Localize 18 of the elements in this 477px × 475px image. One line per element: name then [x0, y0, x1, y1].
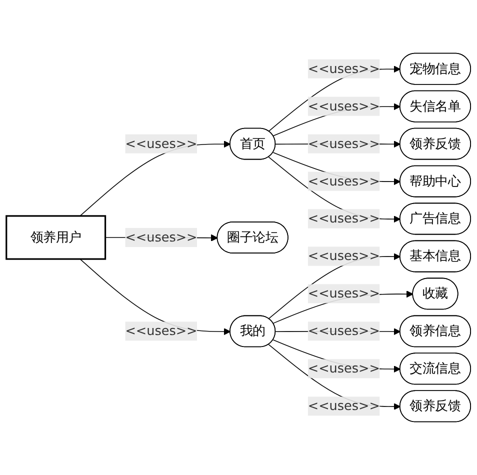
edge-label: <<uses>>: [308, 60, 380, 76]
edge-label: <<uses>>: [125, 136, 198, 151]
edge-label: <<uses>>: [308, 173, 380, 188]
edge-label: <<uses>>: [308, 136, 380, 151]
edge-label: <<uses>>: [308, 360, 380, 376]
edge-label: <<uses>>: [308, 210, 380, 226]
node-box: 领养用户: [6, 215, 106, 260]
edge-label: <<uses>>: [308, 323, 380, 338]
edge-label: <<uses>>: [308, 398, 380, 414]
edge-label: <<uses>>: [308, 248, 380, 264]
edge-label: <<uses>>: [125, 323, 198, 338]
edge-label: <<uses>>: [125, 230, 198, 245]
arrow: [268, 344, 401, 410]
arrow: [268, 156, 401, 223]
edge-label: <<uses>>: [308, 98, 380, 114]
edge-label: <<uses>>: [308, 286, 380, 301]
arrow: [268, 253, 401, 320]
arrow: [268, 66, 401, 132]
